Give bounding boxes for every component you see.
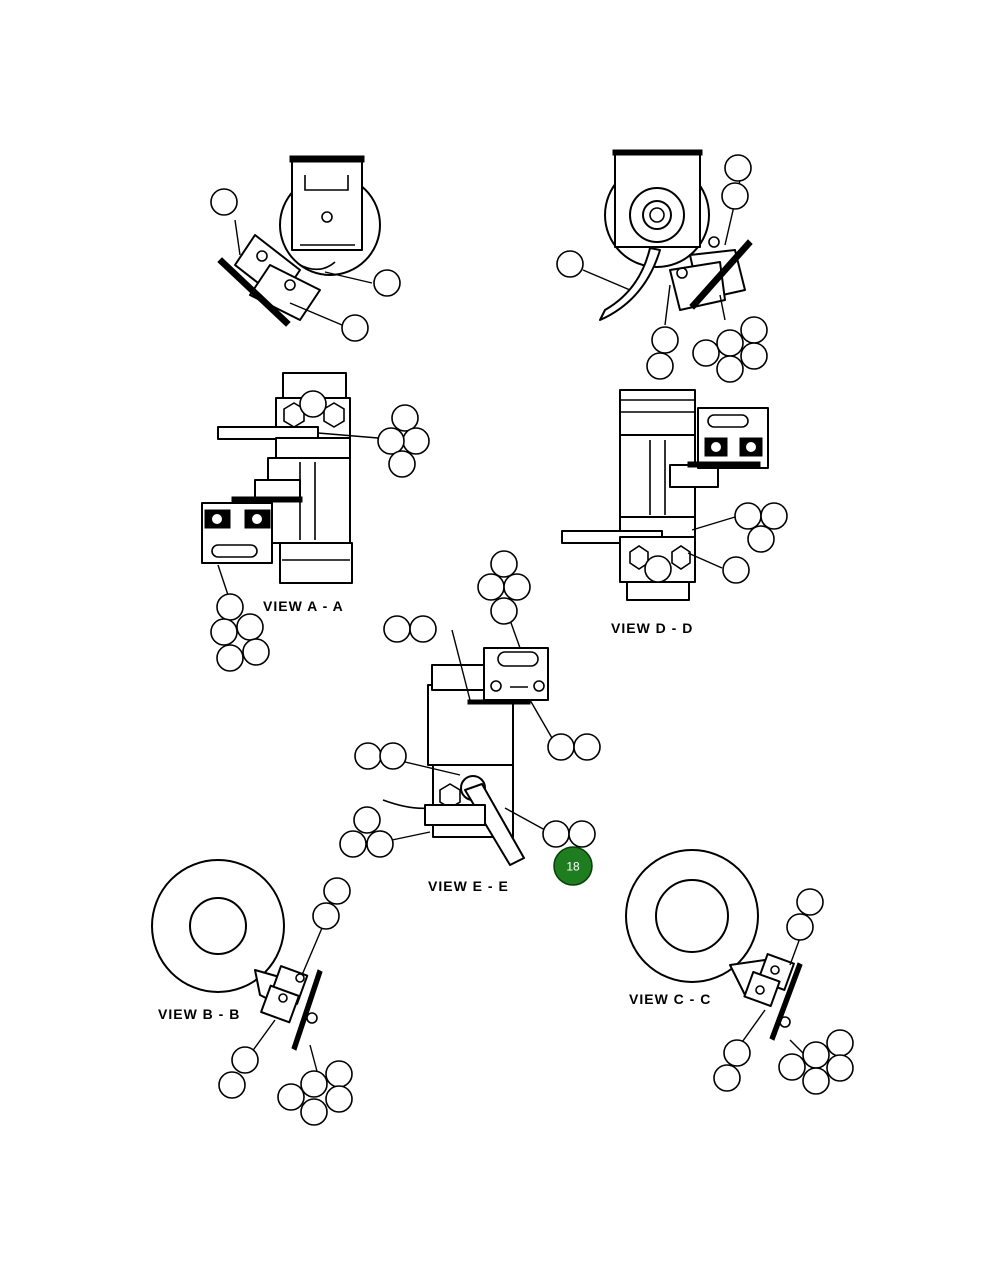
highlight-label[interactable]: 18 [566,860,580,874]
callout-bubble [503,573,531,601]
callout-bubble [724,154,752,182]
callout-bubble [299,390,327,418]
callout-bubble [210,618,238,646]
callout-bubble [802,1067,830,1095]
view-top-right [582,149,753,326]
callout-bubble [646,352,674,380]
callout-bubble [644,555,672,583]
view-top-left [217,155,381,327]
view-label-b: VIEW B - B [158,1006,240,1022]
callout-bubble [312,902,340,930]
callout-bubble [740,316,768,344]
callout-bubble [300,1098,328,1126]
callout-bubble [826,1029,854,1057]
callout-bubble [354,742,382,770]
view-label-d: VIEW D - D [611,620,693,636]
view-label-c: VIEW C - C [629,991,711,1007]
callout-bubble [383,615,411,643]
callout-bubble [716,329,744,357]
callout-bubble [556,250,584,278]
callout-bubble [210,188,238,216]
callout-bubble [740,342,768,370]
callout-bubble [760,502,788,530]
callout-bubble [242,638,270,666]
callout-bubble [721,182,749,210]
callout-bubble [388,450,416,478]
callout-bubble [231,1046,259,1074]
callout-bubble [353,806,381,834]
callout-bubble [379,742,407,770]
callout-bubble [300,1070,328,1098]
view-label-a: VIEW A - A [263,598,344,614]
callout-bubble [692,339,720,367]
callout-bubble [796,888,824,916]
callout-bubble [802,1041,830,1069]
callout-bubble [490,597,518,625]
callout-bubble [573,733,601,761]
callout-bubble [373,269,401,297]
view-d-d [561,389,769,601]
callout-bubble [716,355,744,383]
callout-bubble [218,1071,246,1099]
callout-bubble [341,314,369,342]
callout-bubble [323,877,351,905]
callout-bubble [236,613,264,641]
view-label-e: VIEW E - E [428,878,509,894]
highlighted-callout[interactable]: 18 [553,846,593,886]
view-e-e [382,619,553,866]
callout-bubble [366,830,394,858]
callout-bubble [477,573,505,601]
callout-bubble [651,326,679,354]
callout-bubble [713,1064,741,1092]
callout-bubble [216,593,244,621]
callout-bubble [402,427,430,455]
callout-bubble [723,1039,751,1067]
callout-bubble [216,644,244,672]
callout-bubble [734,502,762,530]
highlight-bubble[interactable] [553,846,593,886]
callout-bubble [377,427,405,455]
callout-bubbles [210,154,854,1126]
callout-bubble [325,1085,353,1113]
callout-bubble [542,820,570,848]
callout-bubble [747,525,775,553]
callout-bubble [391,404,419,432]
callout-bubble [325,1060,353,1088]
view-b-b [151,859,331,1076]
callout-bubble [786,913,814,941]
callout-bubble [547,733,575,761]
callout-bubble [778,1053,806,1081]
callout-bubble [339,830,367,858]
view-a-a [201,372,379,596]
callout-bubble [568,820,596,848]
callout-bubble [722,556,750,584]
callout-bubble [277,1083,305,1111]
callout-bubble [826,1054,854,1082]
callout-bubble [490,550,518,578]
callout-bubble [409,615,437,643]
view-c-c [625,849,806,1056]
